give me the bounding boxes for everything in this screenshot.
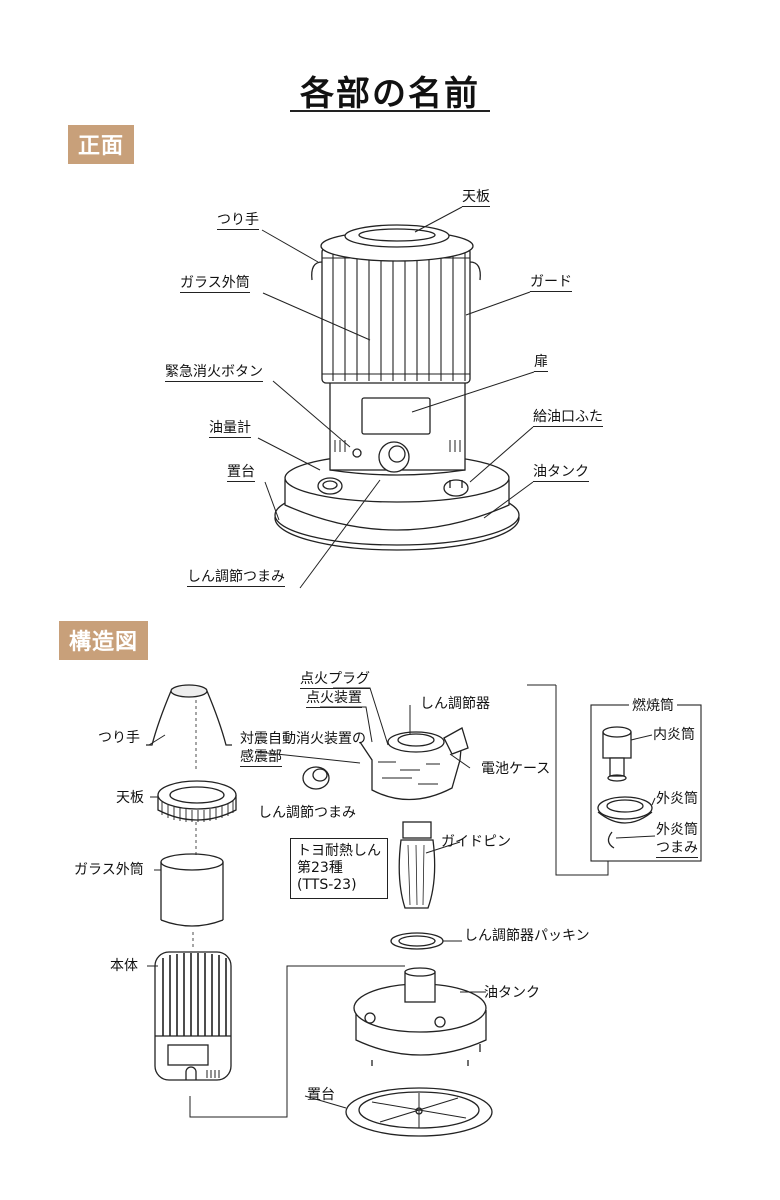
front-emergency-button [352, 448, 362, 458]
section-badge-structure: 構造図 [59, 621, 149, 660]
struct-stand [345, 1087, 493, 1137]
struct-oil-tank [353, 967, 487, 1066]
struct-top-plate [157, 780, 237, 822]
struct-body [154, 951, 232, 1081]
struct-packing [390, 932, 444, 950]
struct-wick-knob [302, 766, 330, 790]
front-handle-left [311, 261, 323, 281]
struct-handle [146, 684, 232, 746]
struct-leader-lines [147, 687, 656, 1109]
label-struct-wick-line3: (TTS-23) [297, 877, 357, 893]
struct-glass-tube [160, 853, 224, 927]
label-struct-guide-pin: ガイドピン [441, 834, 511, 850]
label-front-guard: ガード [530, 274, 572, 292]
page-title: 各部の名前 [300, 74, 480, 114]
front-guard [321, 247, 471, 384]
label-front-emergency-button: 緊急消火ボタン [165, 364, 263, 382]
label-struct-inner-tube: 内炎筒 [653, 727, 695, 743]
front-leader-lines [257, 206, 535, 589]
title-underline [290, 110, 490, 112]
label-struct-wick-line2: 第23種 [297, 860, 343, 876]
struct-outer-tube [597, 796, 653, 849]
label-struct-outer-knob-line1: 外炎筒 [656, 822, 698, 838]
struct-burner-connector [527, 684, 609, 876]
label-struct-wick-line1: トヨ耐熱しん [297, 843, 381, 859]
label-front-wick-knob: しん調節つまみ [187, 569, 285, 587]
label-struct-body: 本体 [110, 958, 138, 974]
front-wick-knob [378, 441, 410, 473]
front-door [361, 397, 431, 435]
struct-connect-line-body [189, 965, 405, 1118]
label-struct-wick-knob: しん調節つまみ [258, 805, 356, 821]
front-fuel-cap [443, 479, 469, 497]
label-struct-battery-case: 電池ケース [481, 761, 551, 777]
label-struct-wick-adjuster: しん調節器 [420, 696, 490, 712]
label-front-handle: つり手 [217, 212, 259, 230]
label-struct-igniter: 点火装置 [306, 690, 362, 708]
label-front-oil-tank: 油タンク [533, 464, 589, 482]
label-front-fuel-cap: 給油口ふた [533, 409, 603, 427]
label-struct-igniter-plug: 点火プラグ [300, 671, 370, 689]
struct-wick [398, 821, 436, 909]
label-struct-packing: しん調節器パッキン [464, 928, 590, 944]
label-struct-seismic-line2: 感震部 [240, 749, 282, 767]
label-front-top-plate: 天板 [462, 189, 490, 207]
label-struct-outer-tube: 外炎筒 [656, 791, 698, 807]
front-top-plate [344, 224, 450, 248]
label-struct-seismic-line1: 対震自動消火装置の [240, 731, 366, 747]
label-struct-top-plate: 天板 [116, 790, 144, 806]
front-heater-illustration [274, 224, 520, 551]
label-struct-burner: 燃焼筒 [629, 698, 677, 714]
label-front-fuel-gauge: 油量計 [209, 420, 251, 438]
struct-inner-tube [602, 726, 632, 782]
label-front-door: 扉 [534, 354, 548, 372]
front-handle-right [469, 261, 481, 281]
label-struct-wick-box: トヨ耐熱しん 第23種 (TTS-23) [290, 838, 388, 899]
struct-wick-adjuster [359, 727, 469, 801]
label-struct-glass-tube: ガラス外筒 [74, 862, 144, 878]
front-fuel-gauge [317, 477, 343, 495]
label-front-stand: 置台 [227, 464, 255, 482]
label-struct-handle: つり手 [98, 730, 140, 746]
label-front-glass-tube: ガラス外筒 [180, 275, 250, 293]
label-struct-outer-knob-line2: つまみ [656, 840, 698, 858]
section-badge-front: 正面 [68, 125, 135, 164]
label-struct-oil-tank: 油タンク [484, 985, 540, 1001]
label-struct-stand: 置台 [307, 1087, 335, 1103]
